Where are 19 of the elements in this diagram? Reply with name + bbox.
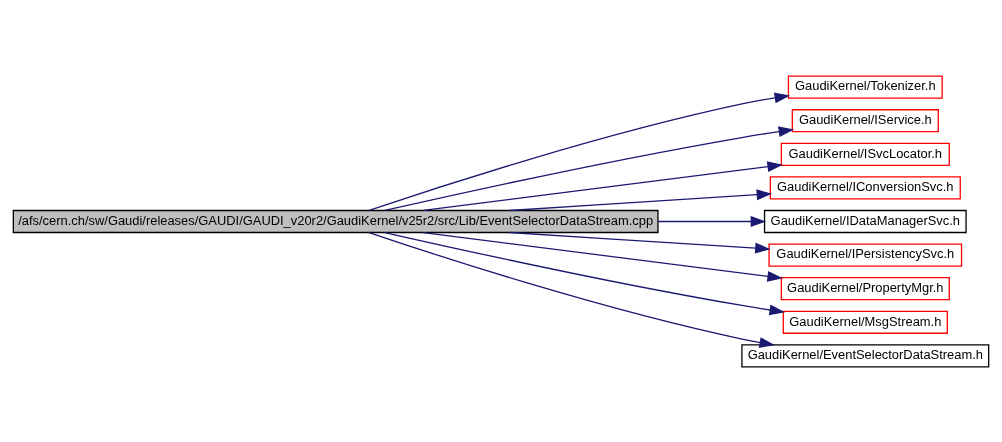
node-box: GaudiKernel/IDataManagerSvc.h (763, 209, 967, 233)
arrow (422, 231, 783, 282)
arrow (422, 160, 783, 211)
arrow (384, 231, 786, 315)
arrow (508, 188, 773, 211)
node-box: /afs/cern.ch/sw/Gaudi/releases/GAUDI/GAUDI_v20r2/GaudiKernel/v25r2/src/Lib/EventSelectorDataStream.cpp (12, 209, 659, 233)
node-box: GaudiKernel/IService.h (791, 108, 939, 132)
node-box: GaudiKernel/MsgStream.h (782, 310, 948, 334)
node-box: GaudiKernel/EventSelectorDataStream.h (741, 343, 990, 367)
arrow (368, 231, 775, 348)
node-box: GaudiKernel/IConversionSvc.h (769, 175, 961, 200)
arrow (508, 231, 771, 254)
arrow (657, 215, 767, 227)
node-box: GaudiKernel/ISvcLocator.h (780, 142, 950, 166)
arrow (384, 125, 795, 211)
node-box: GaudiKernel/PropertyMgr.h (780, 276, 950, 300)
node-box: GaudiKernel/Tokenizer.h (787, 75, 943, 99)
node-box: GaudiKernel/IPersistencySvc.h (768, 242, 963, 267)
arrow (368, 92, 791, 211)
